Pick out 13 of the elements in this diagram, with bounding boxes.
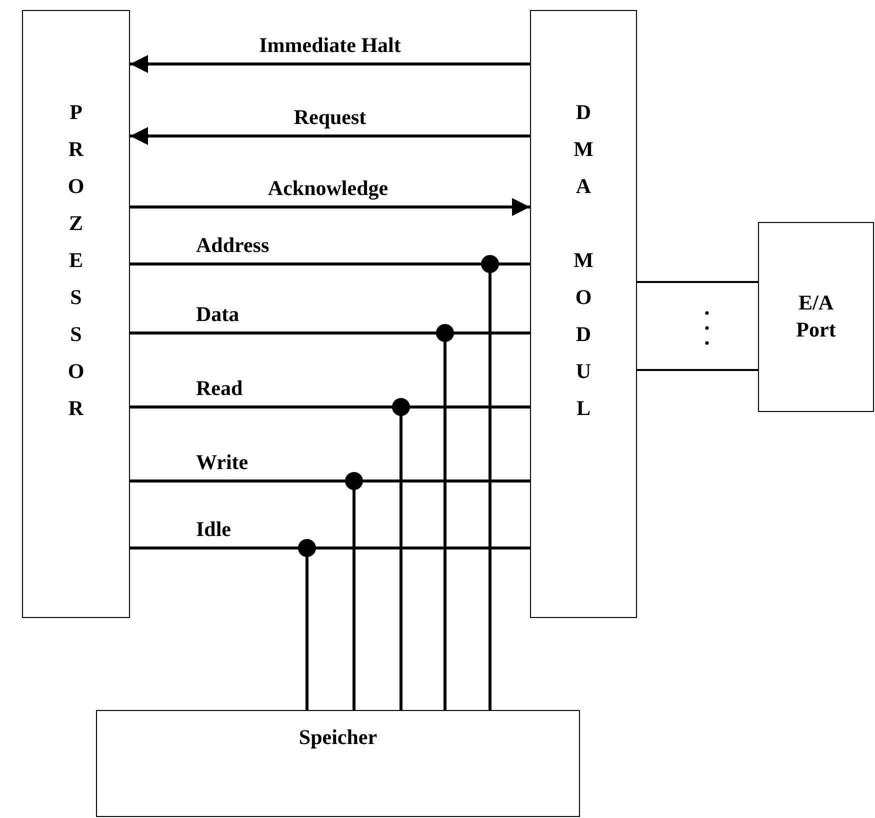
signal-line xyxy=(637,281,758,283)
signal-line xyxy=(637,369,758,371)
arrow xyxy=(130,127,530,145)
memory-box xyxy=(96,710,580,817)
box-label: Speicher xyxy=(298,725,378,750)
module-box xyxy=(22,10,130,618)
arrow xyxy=(130,55,530,73)
vertical-label: PROZESSOR xyxy=(66,99,86,422)
module-box xyxy=(530,10,637,618)
vertical-label: DMA MODUL xyxy=(572,99,594,422)
arrow xyxy=(130,198,530,216)
port-box xyxy=(758,222,874,412)
box-label: E/A Port xyxy=(795,290,837,344)
